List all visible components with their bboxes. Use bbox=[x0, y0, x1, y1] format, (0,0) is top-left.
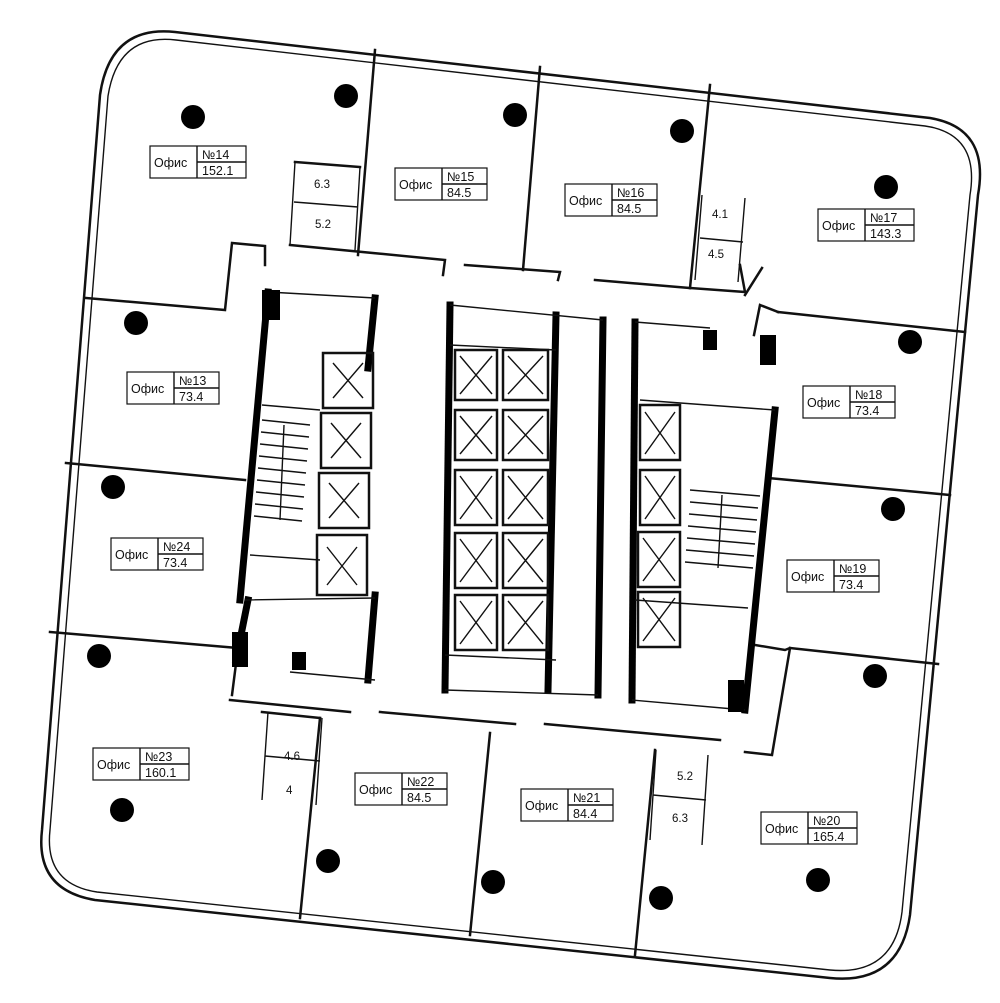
office-tag-17: Офис №17 143.3 bbox=[817, 208, 915, 242]
core bbox=[231, 288, 779, 714]
office-area: 84.5 bbox=[407, 791, 431, 805]
restroom-area: 6.3 bbox=[672, 813, 688, 825]
office-area: 73.4 bbox=[855, 404, 879, 418]
office-area: 73.4 bbox=[179, 390, 203, 404]
restroom-labels: 6.3 5.2 4.1 4.5 4.6 4 5.2 6.3 bbox=[284, 179, 728, 825]
office-label: Офис bbox=[569, 194, 602, 208]
office-label: Офис bbox=[154, 156, 187, 170]
office-tag-20: Офис №20 165.4 bbox=[760, 811, 858, 845]
office-label: Офис bbox=[791, 570, 824, 584]
office-number: №23 bbox=[145, 750, 172, 764]
office-number: №13 bbox=[179, 374, 206, 388]
office-label: Офис bbox=[131, 382, 164, 396]
office-number: №22 bbox=[407, 775, 434, 789]
office-area: 84.4 bbox=[573, 807, 597, 821]
office-label: Офис bbox=[115, 548, 148, 562]
elevator-bank-right bbox=[636, 403, 682, 649]
office-number: №17 bbox=[870, 211, 897, 225]
elevator-bank-left bbox=[315, 351, 375, 597]
office-number: №19 bbox=[839, 562, 866, 576]
office-label: Офис bbox=[765, 822, 798, 836]
office-area: 84.5 bbox=[617, 202, 641, 216]
columns bbox=[87, 84, 922, 910]
office-number: №16 bbox=[617, 186, 644, 200]
office-area: 73.4 bbox=[839, 578, 863, 592]
office-number: №24 bbox=[163, 540, 190, 554]
stair-left bbox=[253, 419, 311, 522]
office-tag-14: Офис №14 152.1 bbox=[149, 145, 247, 179]
office-tag-15: Офис №15 84.5 bbox=[394, 167, 488, 201]
partition-walls bbox=[48, 48, 967, 957]
office-tag-22: Офис №22 84.5 bbox=[354, 772, 448, 806]
office-tag-19: Офис №19 73.4 bbox=[786, 559, 880, 593]
office-tag-16: Офис №16 84.5 bbox=[564, 183, 658, 217]
office-area: 160.1 bbox=[145, 766, 176, 780]
office-tag-24: Офис №24 73.4 bbox=[110, 537, 204, 571]
office-tag-18: Офис №18 73.4 bbox=[802, 385, 896, 419]
office-number: №15 bbox=[447, 170, 474, 184]
office-area: 143.3 bbox=[870, 227, 901, 241]
restroom-area: 4.6 bbox=[284, 751, 300, 763]
office-label: Офис bbox=[525, 799, 558, 813]
stair-right bbox=[684, 489, 761, 569]
restroom-area: 5.2 bbox=[677, 771, 693, 783]
office-tags: Офис №14 152.1 Офис №15 84.5 Офис №16 84… bbox=[92, 145, 915, 845]
office-number: №18 bbox=[855, 388, 882, 402]
office-label: Офис bbox=[97, 758, 130, 772]
restroom-area: 5.2 bbox=[315, 219, 331, 231]
restroom-area: 6.3 bbox=[314, 179, 330, 191]
restroom-area: 4.1 bbox=[712, 209, 728, 221]
office-area: 84.5 bbox=[447, 186, 471, 200]
office-tag-23: Офис №23 160.1 bbox=[92, 747, 190, 781]
office-label: Офис bbox=[399, 178, 432, 192]
office-number: №21 bbox=[573, 791, 600, 805]
office-number: №20 bbox=[813, 814, 840, 828]
restroom-area: 4 bbox=[286, 785, 293, 797]
office-area: 152.1 bbox=[202, 164, 233, 178]
office-label: Офис bbox=[359, 783, 392, 797]
restroom-area: 4.5 bbox=[708, 249, 724, 261]
restrooms bbox=[261, 161, 746, 846]
office-tag-21: Офис №21 84.4 bbox=[520, 788, 614, 822]
office-label: Офис bbox=[822, 219, 855, 233]
office-area: 73.4 bbox=[163, 556, 187, 570]
facade-outline bbox=[40, 30, 982, 980]
elevator-bank-center bbox=[453, 348, 550, 652]
office-tag-13: Офис №13 73.4 bbox=[126, 371, 220, 405]
office-number: №14 bbox=[202, 148, 229, 162]
office-label: Офис bbox=[807, 396, 840, 410]
office-area: 165.4 bbox=[813, 830, 844, 844]
